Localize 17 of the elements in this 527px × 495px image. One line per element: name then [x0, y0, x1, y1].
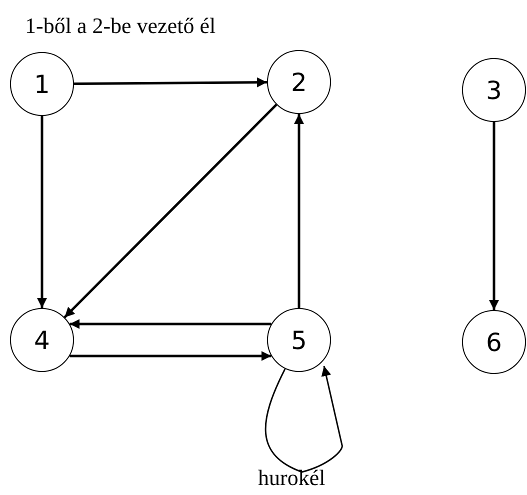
loop-arrow: [265, 366, 343, 473]
vertex-number: 3: [486, 78, 502, 102]
arrow: [37, 116, 47, 308]
arrow: [489, 122, 499, 310]
arrow: [64, 104, 278, 318]
arrow: [70, 319, 272, 329]
vertex-number: 2: [291, 70, 307, 94]
annotation-text: hurokél: [258, 466, 326, 490]
vertex-number: 6: [486, 330, 502, 354]
vertex-number: 4: [34, 328, 50, 352]
annotation-text: 1-ből a 2-be vezető él: [25, 14, 216, 38]
arrow: [70, 351, 272, 361]
arrow: [294, 114, 304, 308]
vertex-circle: [267, 308, 331, 372]
arrow: [74, 77, 267, 88]
vertex-number: 1: [34, 72, 50, 96]
vertex-number: 5: [291, 328, 307, 352]
